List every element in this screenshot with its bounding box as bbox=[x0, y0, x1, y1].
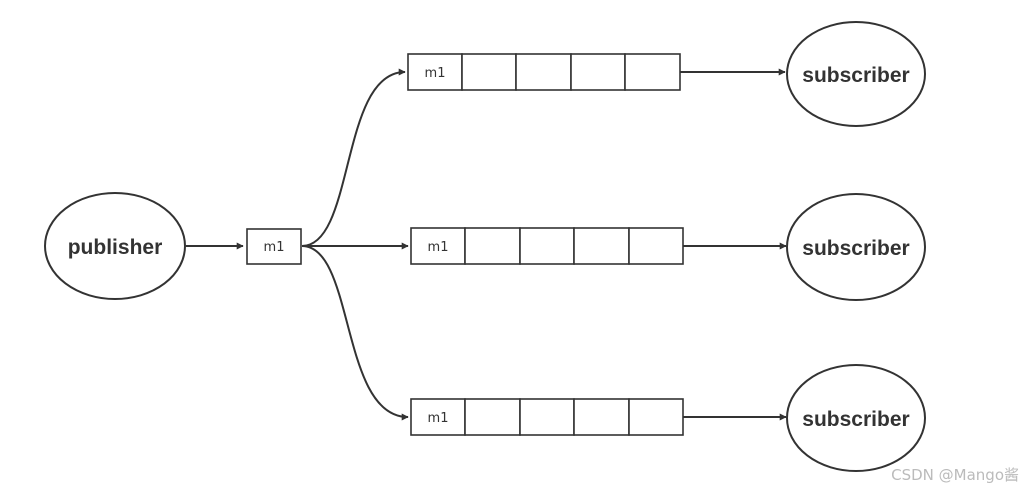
subscriber-queue-3: m1 bbox=[410, 398, 684, 436]
channel-message-box bbox=[246, 228, 302, 265]
channel-to-queue-3-arrow bbox=[301, 245, 409, 421]
subscriber-label: subscriber bbox=[802, 237, 909, 260]
publisher-node: publisher bbox=[44, 192, 186, 300]
queue-cell-message bbox=[410, 227, 466, 265]
queue-cell-empty bbox=[464, 227, 521, 265]
queue-cell-empty bbox=[464, 398, 521, 436]
publisher-label: publisher bbox=[68, 236, 163, 259]
queue-cell-empty bbox=[573, 398, 630, 436]
queue-cell-empty bbox=[519, 227, 575, 265]
subscriber-ellipse bbox=[786, 364, 926, 472]
queue-cell-empty bbox=[624, 53, 681, 91]
subscriber-node-3: subscriber bbox=[786, 364, 926, 472]
channel-to-queue-1-arrow bbox=[301, 68, 406, 247]
queue-cell-empty bbox=[570, 53, 626, 91]
queue-cell-empty bbox=[461, 53, 517, 91]
queue-cell-message bbox=[410, 398, 466, 436]
subscriber-ellipse bbox=[786, 193, 926, 301]
queue-cell-empty bbox=[628, 398, 684, 436]
queue-message-label: m1 bbox=[425, 66, 446, 81]
queue-cell-empty bbox=[515, 53, 572, 91]
subscriber-label: subscriber bbox=[802, 408, 909, 431]
subscriber-queue-2: m1 bbox=[410, 227, 684, 265]
queue-cell-empty bbox=[573, 227, 630, 265]
queue-cell-empty bbox=[519, 398, 575, 436]
queue-message-label: m1 bbox=[428, 240, 449, 255]
subscriber-node-1: subscriber bbox=[786, 21, 926, 127]
queue-cell-empty bbox=[628, 227, 684, 265]
watermark-text: CSDN @Mango酱 bbox=[891, 466, 1019, 484]
channel-message: m1 bbox=[246, 228, 302, 265]
subscriber-label: subscriber bbox=[802, 64, 909, 87]
subscriber-ellipse bbox=[786, 21, 926, 127]
subscriber-queue-1: m1 bbox=[407, 53, 681, 91]
queue-message-label: m1 bbox=[428, 411, 449, 426]
channel-message-label: m1 bbox=[264, 240, 285, 255]
subscriber-node-2: subscriber bbox=[786, 193, 926, 301]
publisher-ellipse bbox=[44, 192, 186, 300]
